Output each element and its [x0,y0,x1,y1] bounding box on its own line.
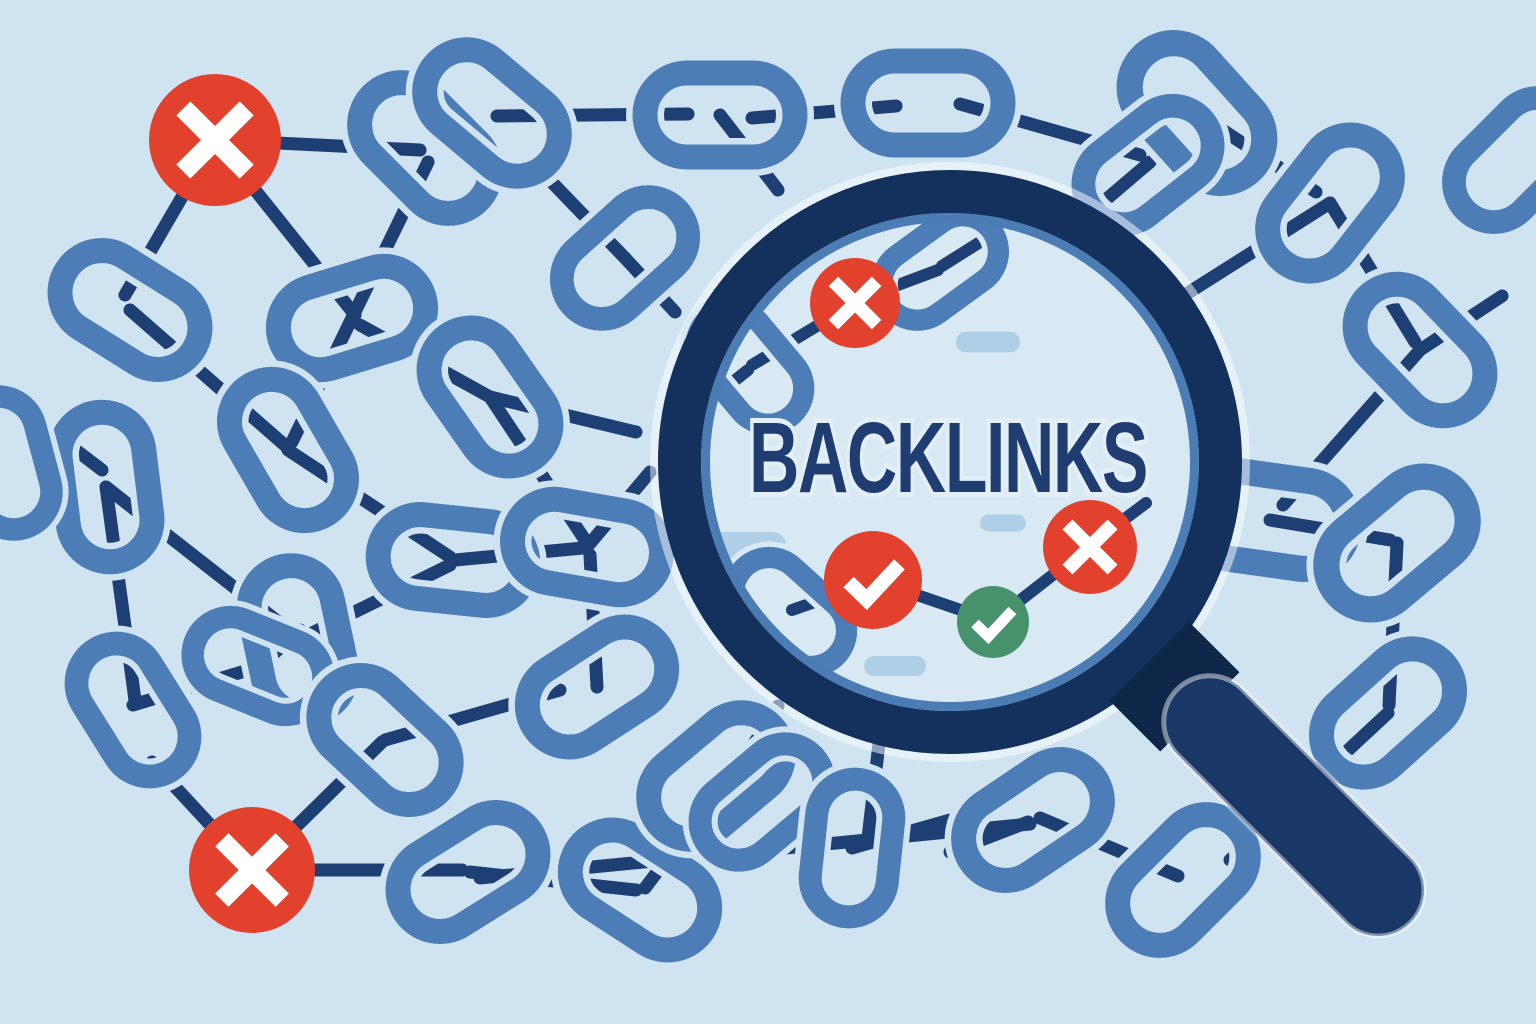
lens-glow [650,162,1250,762]
chain-link-ring [688,732,836,872]
error-x-circle-bottom-left [189,807,315,933]
chain-link [682,726,842,878]
magnifier-handle [1161,673,1427,939]
chain-link [493,480,681,614]
chain-link [379,793,557,951]
x-mark [176,101,254,179]
chain-link-ring [632,60,808,170]
backlinks-title: BACKLINKS [749,402,1147,514]
magnifier [658,170,1427,939]
connector-line [123,303,295,455]
chain-link-ring [1442,86,1536,234]
chain-link [1248,115,1412,291]
magnifier-ring [658,170,1242,754]
chain-link-ring [557,817,723,963]
chain-link [0,379,69,547]
chain-network-links [0,23,1536,969]
chain-link [834,42,1022,164]
chain-link [58,625,208,795]
chain-link [410,308,570,486]
speed-dash [956,331,1020,353]
chain-link [551,811,729,969]
chain-link [1302,629,1474,797]
lens-content: BACKLINKS [680,199,1190,702]
chain-link-ring [412,37,572,189]
error-x-circle-lens-right [1043,500,1137,594]
chain-link [1306,456,1488,630]
chain-link-ring [0,385,63,541]
marker-circle [824,531,922,629]
chain-link [944,740,1122,900]
chain-link [626,54,814,176]
chain-link [1109,23,1285,203]
chain-link-ring [500,486,674,608]
error-x-circle-lens-top [810,258,900,348]
chain-link-ring [840,48,1016,158]
chain-link-ring [416,315,564,479]
x-mark [828,276,882,330]
red-check-circle-lens [824,531,922,629]
connector-line [281,443,457,564]
chain-link-ring [265,253,439,383]
chain-link-ring [1255,122,1405,284]
chain-link-ring [1105,802,1261,958]
chain-link-ring [47,238,213,382]
green-check-circle-lens [957,586,1029,658]
chain-link [508,608,686,766]
chain-link [299,656,471,824]
chain-link [41,231,219,389]
check-mark [843,559,905,611]
chain-link [1098,795,1268,965]
chain-link [792,761,912,935]
chain-link-ring [1313,463,1481,623]
error-x-circle-top-left [149,74,281,206]
chain-link [405,30,579,196]
chain-link-ring [1116,30,1278,196]
chain-link-ring [385,800,551,944]
chain-link-ring [951,747,1115,893]
chain-link [1336,265,1504,435]
magnifier-ring-highlight [701,213,1199,711]
chain-link [210,360,366,540]
chain-link-ring [306,662,464,818]
connector-line [533,163,632,265]
chain-link-ring [64,631,202,789]
marker-circle [957,586,1029,658]
check-mark [971,606,1017,645]
chain-link [1435,79,1536,241]
speed-dash [864,656,926,676]
chain-link-ring [1308,636,1468,790]
chain-link [543,179,707,337]
speed-dash [980,514,1026,532]
x-mark [215,833,289,907]
chain-link [259,247,445,389]
chain-link-ring [549,185,701,331]
magnifier-handle-group [1109,621,1427,939]
x-mark [1062,519,1118,575]
chain-link-ring [514,614,680,760]
handle-collar [1109,621,1240,752]
